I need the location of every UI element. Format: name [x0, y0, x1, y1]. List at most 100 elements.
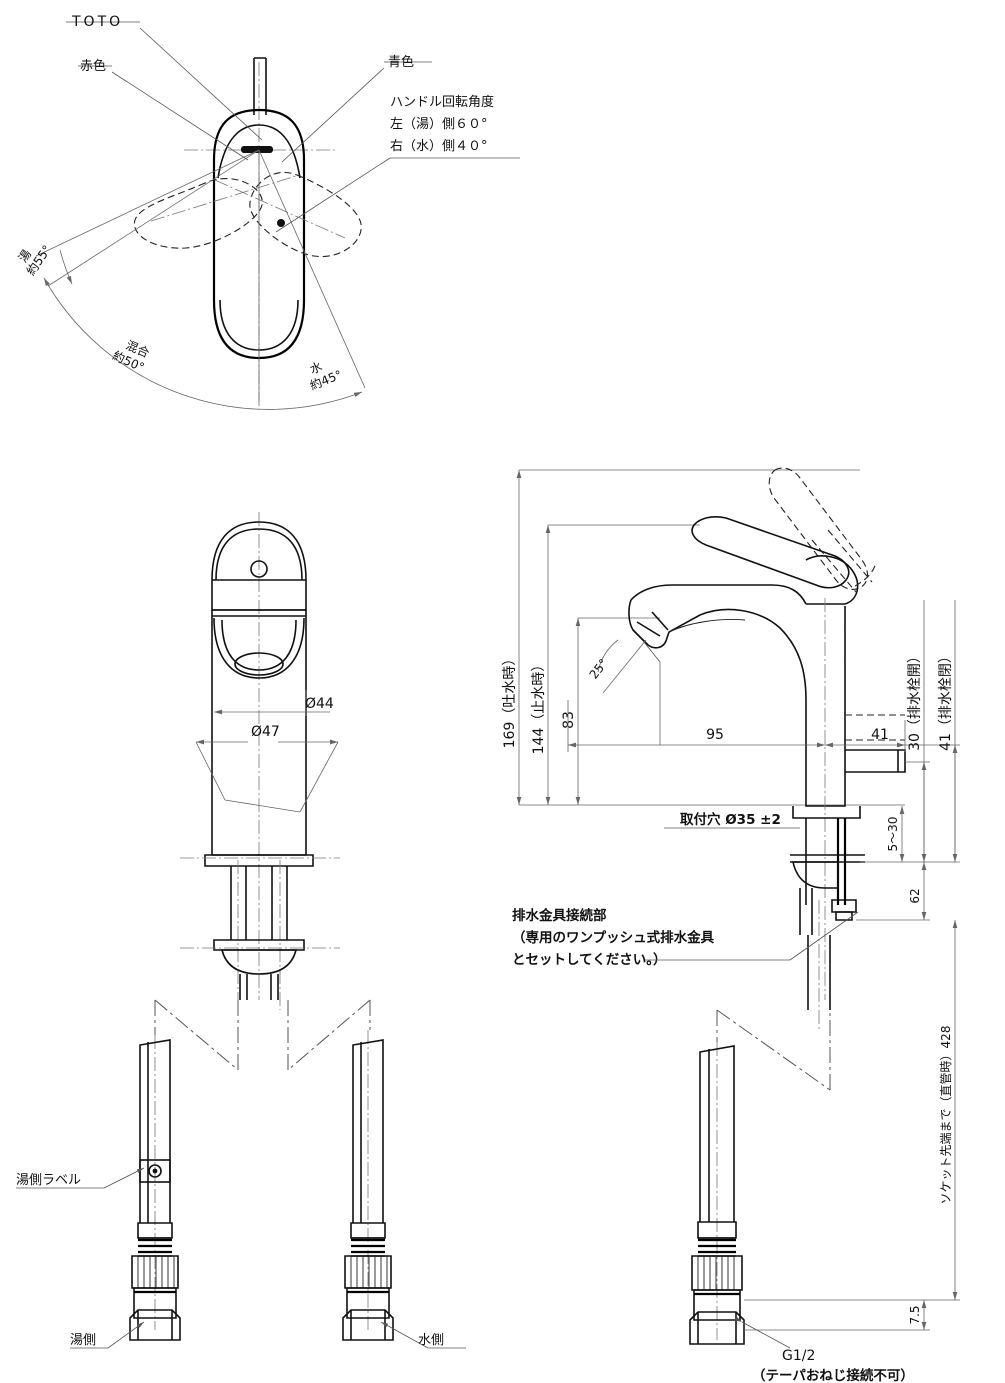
handle-left-position [133, 178, 263, 249]
blue-color-label: 青色 [388, 54, 414, 70]
handle-hub-arc-hidden [854, 561, 877, 587]
leader-handle-note [275, 157, 391, 233]
lever-bowl [213, 617, 305, 679]
hot-hose-assembly: 湯側ラベル 湯側 [16, 1035, 181, 1349]
leader-hot-label [103, 1167, 145, 1189]
phantom-leader-right-1 [287, 999, 371, 1071]
side-base-flange [792, 806, 861, 819]
dim-label-drain-closed: 41（排水栓閉） [938, 649, 954, 751]
drain-note-line1: 排水金具接続部 [512, 907, 607, 924]
leader-thread-spec [734, 1316, 791, 1349]
dome-cap-outer [211, 521, 307, 581]
handle-stem [253, 57, 267, 115]
leader-red [111, 71, 249, 161]
cold-hose-tube [352, 1039, 384, 1223]
faucet-body-profile-right [628, 599, 846, 807]
mount-hole-label: 取付穴 Ø35 ±2 [680, 811, 781, 828]
dim-ext-47-r [299, 741, 339, 813]
supply-stems [230, 866, 288, 940]
spout-face-line [651, 611, 669, 631]
mounting-washer [213, 939, 305, 951]
lower-stems [246, 974, 272, 1000]
side-hose-assembly: G1/2 （テーパおねじ接続不可） [689, 1042, 960, 1383]
hot-side-label: 湯側 [70, 1333, 96, 1348]
lever-bowl-inner [221, 619, 297, 671]
hot-knurl-lines [137, 1256, 175, 1288]
dim-label-drain-open: 30（排水栓開） [907, 649, 923, 751]
hot-hose-tube [139, 1039, 171, 1223]
handle-rotation-title: ハンドル回転角度 [390, 94, 494, 110]
phantom-leader-left-1 [154, 999, 239, 1071]
handle-left-axis [150, 175, 297, 222]
shank-lower [799, 888, 813, 935]
socket-nut [831, 899, 857, 913]
mounting-cone [220, 949, 298, 975]
cap-arc [217, 124, 301, 179]
sector-line-mix [47, 149, 260, 287]
phantom-leader-side-1 [716, 1009, 831, 1091]
front-view-group: Ø44 Ø47 [180, 512, 340, 1010]
hot-label-dot [152, 1168, 158, 1174]
lower-stems-2 [239, 974, 279, 1000]
cold-hose-assembly: 水側 [342, 1030, 466, 1349]
drain-rod-housing [845, 749, 906, 773]
hot-label-tag: 湯側ラベル [16, 1173, 81, 1188]
handle-right-position [249, 172, 362, 258]
mounting-cone-side [792, 861, 839, 889]
spout-inner-contour [668, 619, 746, 633]
leader-toto [139, 27, 263, 141]
thread-spec-label: G1/2 [782, 1348, 815, 1364]
indicator-hole [250, 560, 268, 578]
cold-nut-body [346, 1287, 390, 1319]
lever-grip [234, 652, 284, 676]
handle-rotation-right: 右（水）側４０° [390, 139, 488, 154]
lever-indicator [241, 146, 273, 153]
handle-hub-hidden [811, 529, 873, 593]
blue-dot-marker [277, 219, 285, 227]
cold-knurl-lines [350, 1256, 388, 1288]
dim-label-144: 144（止水時） [531, 658, 547, 755]
svg-text:水: 水 [308, 359, 324, 376]
thread-note-label: （テーパおねじ接続不可） [752, 1367, 914, 1383]
hose-views-group: 湯側ラベル 湯側 水側 [16, 999, 960, 1383]
handle-rotation-left: 左（湯）側６０° [390, 117, 488, 132]
rotation-arc-hot [59, 249, 73, 285]
side-hose-tube [699, 1045, 735, 1222]
spout-top-profile [630, 584, 807, 605]
dim-label-5-30: 5～30 [886, 817, 900, 852]
side-knurl-lines [697, 1256, 735, 1290]
base-flange [204, 854, 314, 867]
spout-outlet-lines [632, 621, 661, 646]
side-crimp-bands [698, 1238, 736, 1254]
dim-ext-47-b [224, 799, 301, 813]
leader-drain-note [789, 911, 859, 961]
handle-hub [805, 555, 859, 605]
cold-crimp-bands [351, 1238, 385, 1254]
dim-label-7-5: 7.5 [908, 1305, 922, 1324]
cold-knurled-nut [344, 1255, 392, 1289]
drain-note-line2: （専用のワンプッシュ式排水金具 [512, 929, 715, 946]
hot-knurled-nut [131, 1255, 179, 1289]
angle-leg-25 [602, 639, 647, 694]
dome-cap [215, 528, 303, 581]
leader-cold-side [380, 1321, 429, 1349]
cold-side-label: 水側 [418, 1333, 444, 1348]
hot-crimp-bands [138, 1238, 172, 1254]
side-knurled-nut [691, 1255, 743, 1291]
dim-label-41: 41 [871, 727, 889, 743]
handle-right-axis [214, 179, 346, 239]
angle-arc-25 [597, 639, 619, 673]
dim-label-95: 95 [706, 727, 724, 743]
drain-rod-hidden [845, 714, 905, 741]
handle-lever-closed [691, 516, 850, 589]
sector-line-hot [35, 149, 260, 257]
dim-label-83: 83 [561, 711, 577, 729]
dim-label-47: Ø47 [251, 724, 280, 740]
toto-brand-label: TOTO [71, 14, 123, 30]
side-view-group: 169（吐水時） 144（止水時） 83 [502, 467, 960, 1330]
handle-lever-open [768, 467, 869, 590]
socket-nut-lower [835, 911, 853, 921]
drain-note-line3: とセットしてください。） [512, 952, 666, 968]
